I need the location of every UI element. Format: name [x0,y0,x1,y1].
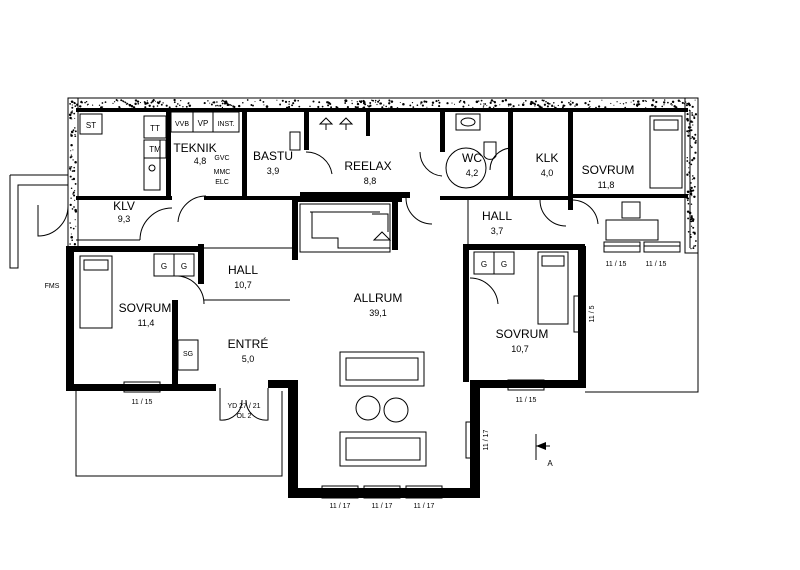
label-elc: ELC [215,179,229,186]
label-st: ST [86,121,96,130]
label-inst: INST. [217,121,234,128]
room-hall-c-area: 10,7 [234,280,252,290]
entrance-door-line2: ÖL 2 [237,412,252,420]
section-marker-a [535,434,550,460]
room-reelax-area: 8,8 [364,176,377,186]
entrance-door-line1: YD 27 / 21 [227,403,260,410]
exterior-wall-band [67,97,699,254]
room-wc-name: WC [462,151,482,165]
room-teknik-name: TEKNIK [173,141,216,155]
room-reelax-name: REELAX [344,159,391,173]
furniture [79,111,683,467]
room-klv-area: 9,3 [118,214,131,224]
fixture-labels: ST TT TM VVB VP INST. GVC MMC ELC G G G … [45,119,508,358]
label-vp: VP [198,119,209,128]
window-label-se: 11 / 15 [516,397,537,404]
room-sovrum-w-area: 11,4 [138,318,155,328]
room-allrum-area: 39,1 [369,308,387,318]
room-bastu-name: BASTU [253,149,293,163]
door-swings [37,147,599,421]
room-sovrum-e-area: 10,7 [511,344,529,354]
room-bastu-area: 3,9 [267,166,280,176]
room-allrum-name: ALLRUM [354,291,403,305]
interior-lines [9,98,699,477]
window-label-ne-1: 11 / 15 [606,261,627,268]
room-hall-e-area: 3,7 [491,226,504,236]
label-fms: FMS [45,283,60,290]
window-label-s-2: 11 / 17 [372,503,393,510]
window-labels: 11 / 15 11 / 15 11 / 15 11 / 15 11 / 17 … [132,261,667,510]
label-mmc: MMC [214,169,231,176]
room-sovrum-w-name: SOVRUM [119,301,172,315]
room-wc-area: 4,2 [466,168,479,178]
window-label-sw: 11 / 15 [132,399,153,406]
label-g-3: G [481,260,487,269]
label-g-2: G [181,262,187,271]
room-sovrum-e-name: SOVRUM [496,327,549,341]
window-label-sovrum-e: 11 / 5 [589,305,596,322]
window-label-allrum-e: 11 / 17 [483,429,490,450]
window-label-s-1: 11 / 17 [330,503,351,510]
label-tt: TT [150,124,160,133]
room-labels: KLV 9,3 TEKNIK 4,8 BASTU 3,9 REELAX 8,8 … [113,141,634,364]
room-sovrum-ne-area: 11,8 [598,180,615,190]
label-sg: SG [183,351,193,358]
room-sovrum-ne-name: SOVRUM [582,163,635,177]
label-vvb: VVB [175,121,189,128]
room-entre-area: 5,0 [242,354,255,364]
room-hall-e-name: HALL [482,209,512,223]
room-klk-name: KLK [536,151,559,165]
room-klk-area: 4,0 [541,168,554,178]
label-g-4: G [501,260,507,269]
room-klv-name: KLV [113,199,135,213]
windows [123,241,681,499]
label-tm: TM [149,145,161,154]
entrance-door-label: YD 27 / 21 ÖL 2 [227,403,260,420]
section-marker-label: A [547,459,553,468]
window-label-s-3: 11 / 17 [414,503,435,510]
room-entre-name: ENTRÉ [228,336,269,351]
window-label-ne-2: 11 / 15 [646,261,667,268]
walls [66,108,688,498]
room-teknik-area: 4,8 [194,156,207,166]
room-hall-c-name: HALL [228,263,258,277]
label-g-1: G [161,262,167,271]
label-gvc: GVC [214,155,229,162]
